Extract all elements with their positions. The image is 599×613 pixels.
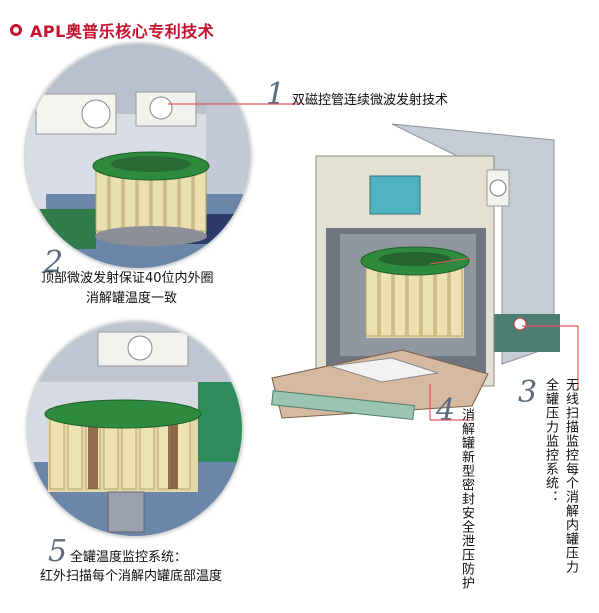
callout-5-number: 5 (48, 534, 68, 569)
bullet-icon (10, 24, 22, 36)
callout-4-line-1: 消解罐新型密封安全泄压防护 (459, 408, 474, 590)
callout-2-line-1: 顶部微波发射保证40位内外圈 (41, 271, 214, 286)
callout-3-number: 3 (518, 375, 538, 410)
detail-circle-bottom (26, 320, 244, 538)
callout-2-line-2: 消解罐温度一致 (86, 291, 178, 306)
callout-5-line-2: 红外扫描每个消解内罐底部温度 (40, 569, 223, 584)
callout-2-number: 2 (44, 245, 64, 280)
callout-1-number: 1 (266, 77, 286, 112)
page-title: APL奥普乐核心专利技术 (30, 22, 215, 41)
callout-3-line-1: 无线扫描监控每个消解内罐压力 (563, 378, 578, 574)
instrument-illustration (262, 118, 562, 430)
header: APL奥普乐核心专利技术 (10, 18, 214, 42)
callout-5-line-1: 全罐温度监控系统： (70, 550, 188, 565)
callout-4-number: 4 (436, 393, 456, 428)
callout-3-line-2: 全罐压力监控系统： (543, 378, 558, 504)
callout-1-text: 双磁控管连续微波发射技术 (292, 93, 449, 108)
